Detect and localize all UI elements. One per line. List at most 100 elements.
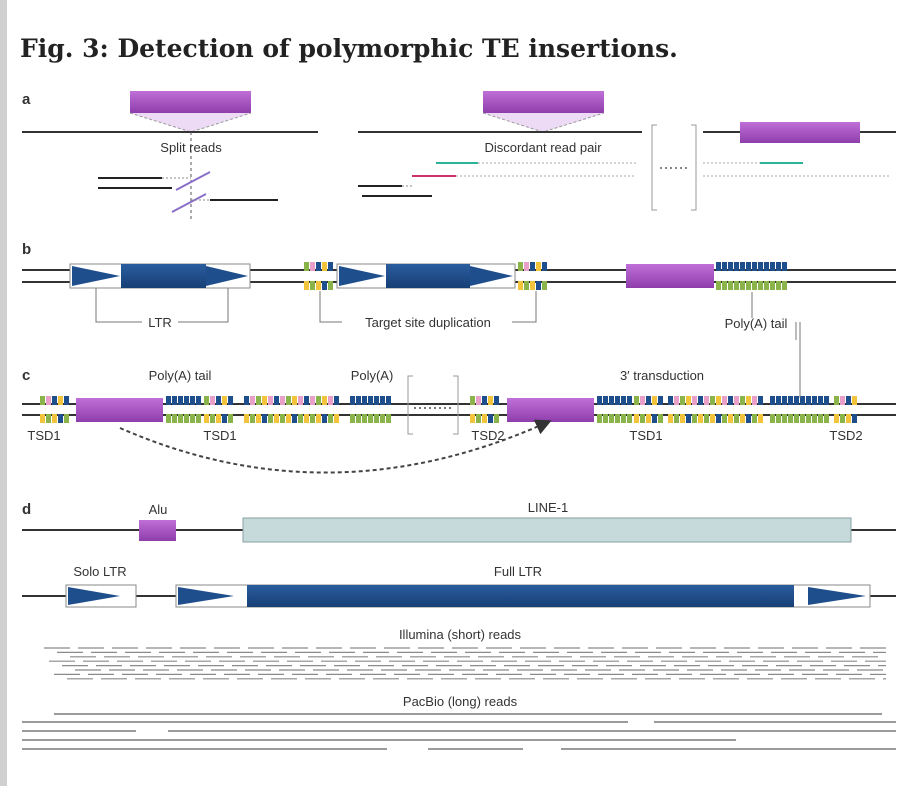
tsd-base bbox=[328, 414, 333, 423]
tsd-base bbox=[824, 396, 829, 405]
tsd-base bbox=[256, 414, 261, 423]
non-ltr-element: Poly(A) tail bbox=[626, 262, 797, 340]
poly-t-base bbox=[728, 281, 733, 290]
poly-a-base bbox=[782, 262, 787, 271]
tsd-base bbox=[310, 262, 315, 271]
tsd-base bbox=[274, 414, 279, 423]
tsd-base bbox=[250, 396, 255, 405]
tsd-base bbox=[374, 414, 379, 423]
panel-b-label: b bbox=[22, 241, 31, 258]
solo-ltr-arrow bbox=[68, 587, 120, 605]
tsd-base bbox=[250, 414, 255, 423]
tsd1-label-right: TSD1 bbox=[629, 428, 662, 443]
tsd-base bbox=[634, 414, 639, 423]
tsd-base bbox=[488, 396, 493, 405]
tsd-base bbox=[846, 396, 851, 405]
caption-fragment bbox=[20, 774, 900, 786]
tsd-base bbox=[782, 396, 787, 405]
tsd-base bbox=[658, 414, 663, 423]
tsd-base bbox=[280, 414, 285, 423]
tsd-base bbox=[298, 414, 303, 423]
ltr-arrow-left bbox=[72, 266, 120, 286]
panel-a-label: a bbox=[22, 91, 31, 108]
ltr-label-bg bbox=[142, 315, 178, 329]
tsd-base bbox=[46, 396, 51, 405]
full-ltr-arrow-left bbox=[178, 587, 234, 605]
discordant-read-pair-label: Discordant read pair bbox=[484, 140, 602, 155]
tsd-base bbox=[228, 414, 233, 423]
tsd-base bbox=[190, 396, 195, 405]
tsd-base bbox=[621, 396, 626, 405]
tsd-base bbox=[846, 414, 851, 423]
tsd-base bbox=[286, 414, 291, 423]
tsd-base bbox=[292, 396, 297, 405]
tsd-base bbox=[304, 262, 309, 271]
tsd-base bbox=[640, 396, 645, 405]
ltr-arrow-right bbox=[470, 266, 513, 286]
poly-a-tail-block bbox=[716, 262, 787, 290]
tsd-base bbox=[172, 396, 177, 405]
poly-t-base bbox=[752, 281, 757, 290]
tsd-base bbox=[58, 414, 63, 423]
tsd-base bbox=[244, 414, 249, 423]
tsd-base bbox=[542, 262, 547, 271]
bracket-right bbox=[453, 375, 459, 435]
split-reads-label: Split reads bbox=[160, 140, 222, 155]
tsd-base bbox=[752, 396, 757, 405]
tsd-base bbox=[518, 281, 523, 290]
tsd-right bbox=[518, 262, 547, 290]
tsd-base bbox=[356, 414, 361, 423]
tsd-base bbox=[268, 396, 273, 405]
tsd-base bbox=[190, 414, 195, 423]
tsd-base bbox=[262, 414, 267, 423]
illumina-short-reads bbox=[44, 647, 886, 680]
tsd-base bbox=[536, 281, 541, 290]
bracket-left bbox=[407, 375, 413, 435]
tsd-base bbox=[800, 414, 805, 423]
tsd-base bbox=[362, 396, 367, 405]
ltr-internal-region bbox=[386, 264, 470, 288]
tsd-base bbox=[524, 281, 529, 290]
poly-t-base bbox=[770, 281, 775, 290]
split-read-te-part bbox=[171, 193, 207, 213]
ltr-arrow-left bbox=[339, 266, 385, 286]
tsd2-label-right: TSD2 bbox=[829, 428, 862, 443]
tsd-base bbox=[710, 396, 715, 405]
tsd-base bbox=[184, 396, 189, 405]
tsd-base bbox=[166, 396, 171, 405]
tsd-base bbox=[322, 281, 327, 290]
tsd-base bbox=[488, 414, 493, 423]
tsd-base bbox=[286, 396, 291, 405]
tsd-base bbox=[172, 414, 177, 423]
tsd-base bbox=[322, 396, 327, 405]
tsd-base bbox=[674, 396, 679, 405]
split-reads bbox=[98, 171, 278, 213]
line1-label: LINE-1 bbox=[528, 500, 568, 515]
tsd-base bbox=[692, 396, 697, 405]
tsd-base bbox=[476, 414, 481, 423]
tsd-base bbox=[304, 396, 309, 405]
panel-d: d Alu LINE-1 Solo LTR Full LTR Illumina … bbox=[22, 500, 896, 750]
tsd-base bbox=[806, 396, 811, 405]
tsd-base bbox=[704, 414, 709, 423]
tsd-base bbox=[40, 396, 45, 405]
tsd-base bbox=[646, 414, 651, 423]
tsd-base bbox=[834, 414, 839, 423]
poly-t-base bbox=[776, 281, 781, 290]
tsd-base bbox=[64, 414, 69, 423]
tsd-base bbox=[196, 414, 201, 423]
tsd-base bbox=[752, 414, 757, 423]
tsd-base bbox=[304, 281, 309, 290]
tsd-base bbox=[494, 396, 499, 405]
tsd-base bbox=[380, 414, 385, 423]
tsd-base bbox=[310, 396, 315, 405]
tsd-base bbox=[609, 414, 614, 423]
tsd-base bbox=[244, 396, 249, 405]
ltr-arrow-right bbox=[206, 266, 248, 286]
tsd-base bbox=[746, 396, 751, 405]
tsd-base bbox=[597, 396, 602, 405]
non-ltr-te-body bbox=[626, 264, 714, 288]
poly-t-base bbox=[746, 281, 751, 290]
tsd-base bbox=[740, 414, 745, 423]
tsd-base bbox=[627, 414, 632, 423]
